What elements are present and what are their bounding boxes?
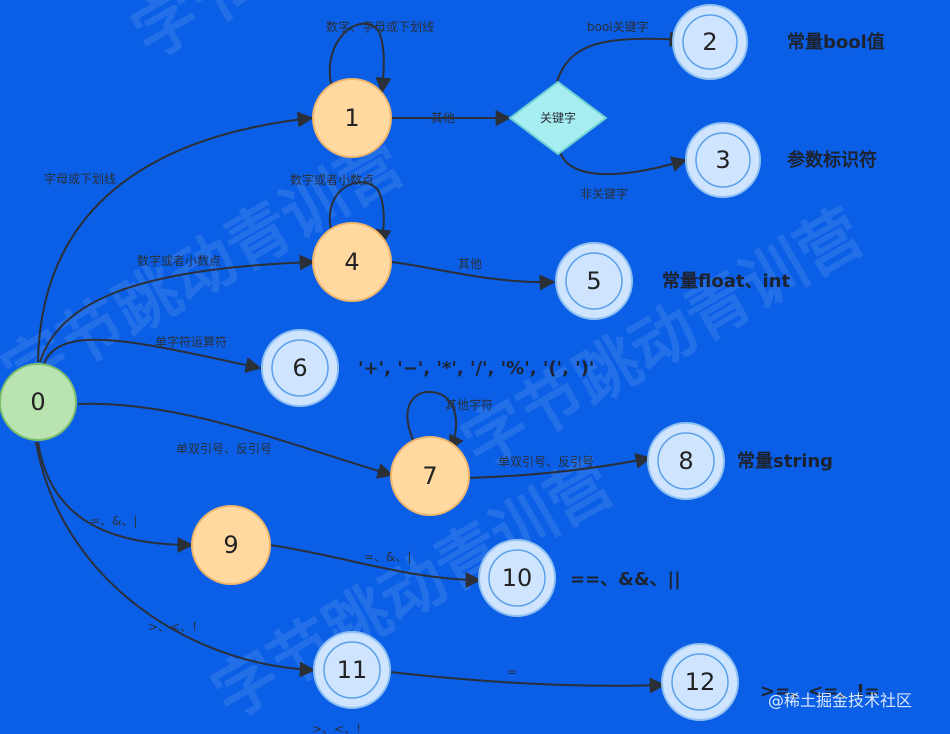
node-11-inner	[323, 641, 381, 699]
node-3-outer	[685, 122, 761, 198]
edge-label: >、<、!	[312, 722, 361, 734]
keyword-label: 关键字	[540, 110, 576, 125]
node-2-outer	[672, 4, 748, 80]
node-6-label: 6	[292, 354, 307, 382]
edge-7-8	[467, 452, 652, 479]
node-6-outer	[261, 329, 339, 407]
note-n12: >=、<=、!=	[760, 681, 880, 702]
node-9-label: 9	[223, 531, 238, 559]
node-4-shape	[312, 222, 392, 302]
edge-0-7	[77, 402, 394, 479]
edge-label: 其他字符	[445, 397, 493, 412]
node-10-label: 10	[502, 564, 533, 592]
note-n2: 常量bool值	[787, 31, 885, 53]
edge-0-11	[35, 441, 316, 678]
node-0-label: 0	[30, 388, 45, 416]
edge-label: 字母或下划线	[44, 171, 116, 186]
node-9-shape	[191, 505, 271, 585]
edge-label: 单字符运算符	[155, 334, 227, 349]
edge-label: =、&、|	[364, 550, 411, 564]
node-3-label: 3	[715, 146, 730, 174]
edge-label: 数字或者小数点	[137, 253, 221, 268]
node-8: 8	[647, 422, 725, 500]
node-2-inner	[682, 14, 738, 70]
node-12-label: 12	[685, 668, 716, 696]
edge-label: 其他	[431, 111, 455, 125]
node-0: 0	[0, 363, 77, 441]
node-2-label: 2	[702, 28, 717, 56]
node-4: 4	[312, 222, 392, 302]
edge-1-self	[328, 22, 392, 94]
edge-4-5	[390, 261, 556, 291]
node-1: 1	[312, 78, 392, 158]
edge-11-12	[389, 671, 666, 694]
node-2: 2	[672, 4, 748, 80]
node-9: 9	[191, 505, 271, 585]
note-n8: 常量string	[737, 450, 833, 472]
node-8-inner	[657, 432, 715, 490]
node-6: 6	[261, 329, 339, 407]
edge-label: 其他	[458, 257, 482, 271]
node-11-label: 11	[337, 656, 368, 684]
edge-label: =、&、|	[90, 514, 137, 528]
edge-0-6	[43, 338, 262, 373]
node-5-outer	[555, 242, 633, 320]
edge-0-4	[39, 254, 316, 363]
edge-label: >、<、!	[148, 620, 197, 634]
node-7-label: 7	[422, 462, 437, 490]
note-n3: 参数标识符	[787, 149, 877, 171]
edge-label: 单双引号、反引号	[176, 442, 272, 456]
node-10-inner	[488, 549, 546, 607]
node-12-outer	[661, 643, 739, 721]
edge-label: 单双引号、反引号	[498, 455, 594, 469]
edge-label: 非关键字	[580, 186, 628, 201]
edge-label: bool关键字	[587, 19, 649, 34]
node-12: 12	[661, 643, 739, 721]
node-11: 11	[313, 631, 391, 709]
keyword-diamond	[508, 80, 608, 156]
node-0-shape	[0, 363, 77, 441]
edge-label: 数字或者小数点	[290, 172, 374, 187]
note-n10: ==、&&、||	[570, 569, 681, 590]
node-5: 5	[555, 242, 633, 320]
edge-label: =	[507, 665, 517, 679]
node-8-label: 8	[678, 447, 693, 475]
svg-text:字节跳动青训营: 字节跳动青训营	[121, 0, 546, 74]
node-8-outer	[647, 422, 725, 500]
note-n5: 常量float、int	[662, 270, 790, 292]
edge-keyword-3	[559, 151, 688, 176]
node-3-inner	[695, 132, 751, 188]
node-10-outer	[478, 539, 556, 617]
node-3: 3	[685, 122, 761, 198]
node-5-inner	[565, 252, 623, 310]
node-7-shape	[390, 436, 470, 516]
note-n6: '+', '−', '*', '/', '%', '(', ')'	[358, 358, 594, 379]
watermark-credit: @稀土掘金技术社区	[768, 691, 912, 710]
node-1-shape	[312, 78, 392, 158]
edge-9-10	[269, 544, 482, 588]
node-11-outer	[313, 631, 391, 709]
node-12-inner	[671, 653, 729, 711]
node-7: 7	[390, 436, 470, 516]
node-keyword: 关键字	[508, 80, 608, 156]
edge-4-self	[328, 181, 392, 246]
edge-keyword-2	[556, 31, 686, 83]
edge-7-self	[406, 390, 464, 452]
edge-0-9	[37, 441, 194, 553]
node-10: 10	[478, 539, 556, 617]
node-1-label: 1	[344, 104, 359, 132]
edge-label: 数字、字母或下划线	[326, 19, 434, 34]
node-5-label: 5	[586, 267, 601, 295]
node-6-inner	[271, 339, 329, 397]
node-4-label: 4	[344, 248, 359, 276]
edge-0-1	[37, 111, 314, 363]
